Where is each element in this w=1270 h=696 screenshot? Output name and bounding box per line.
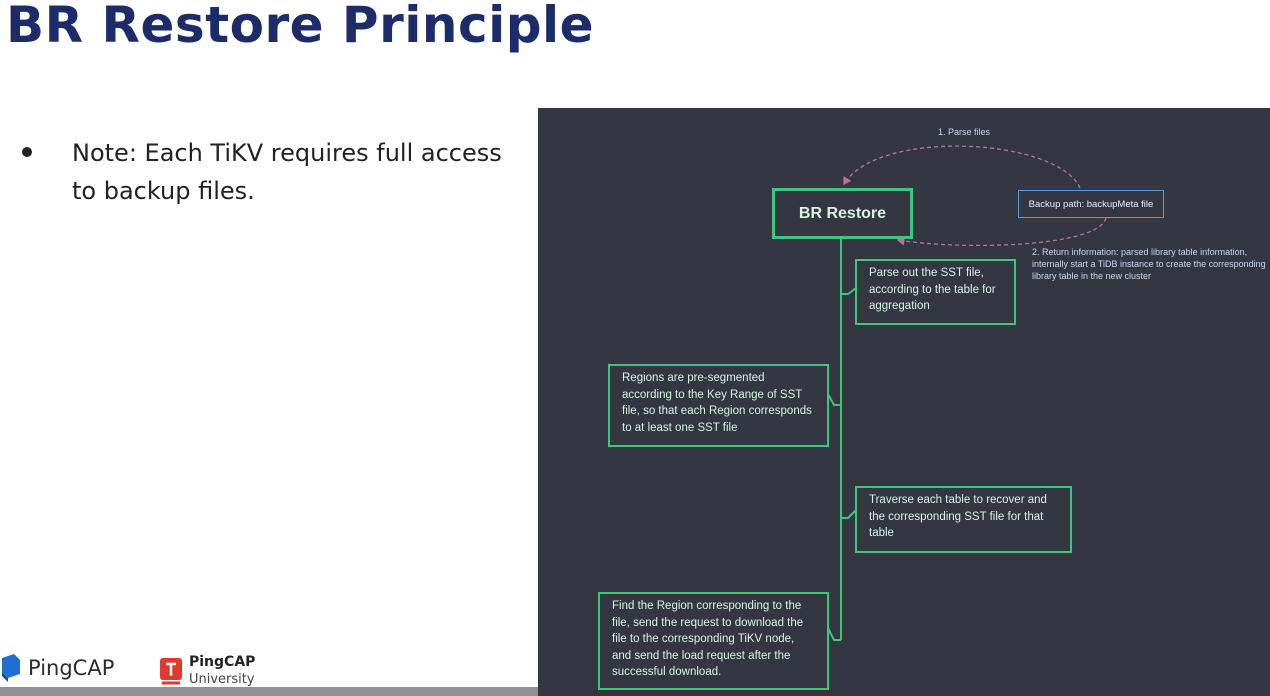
node-backup-path: Backup path: backupMeta file: [1018, 190, 1164, 218]
pingcap-logo: PingCAP: [0, 654, 114, 682]
node-step-2: Regions are pre-segmented according to t…: [608, 364, 829, 447]
node-br-restore: BR Restore: [772, 188, 913, 239]
diagram-connectors: [827, 145, 1107, 641]
bottom-strip: [0, 687, 538, 696]
diagram-panel: 1. Parse files BR Restore Backup path: b…: [538, 108, 1270, 696]
pingcap-logo-icon: [2, 654, 20, 682]
edge-label-return: 2. Return information: parsed library ta…: [1032, 247, 1266, 281]
edge-label-parse: 1. Parse files: [938, 127, 991, 137]
bullet-dot-icon: [22, 147, 32, 157]
node-step-1: Parse out the SST file, according to the…: [855, 259, 1016, 325]
node-step-4: Find the Region corresponding to the fil…: [598, 592, 829, 690]
pingcap-university-logo: PingCAP University: [158, 654, 255, 688]
bullet-text: Note: Each TiKV requires full access to …: [72, 139, 502, 205]
slide-title: BR Restore Principle: [6, 0, 595, 54]
university-logo-icon: [160, 658, 182, 685]
pingcap-logo-text: PingCAP: [28, 656, 115, 680]
university-logo-sub: University: [189, 672, 255, 687]
branch-step-2: [827, 393, 841, 406]
university-logo-name: PingCAP: [189, 654, 256, 670]
branch-step-1: [841, 287, 857, 295]
bullet-item: Note: Each TiKV requires full access to …: [22, 134, 522, 210]
branch-step-3: [841, 509, 857, 519]
branch-step-4: [827, 627, 841, 641]
parse-arrow: [843, 145, 1081, 189]
node-step-3: Traverse each table to recover and the c…: [855, 486, 1072, 553]
return-arrow: [896, 217, 1107, 247]
